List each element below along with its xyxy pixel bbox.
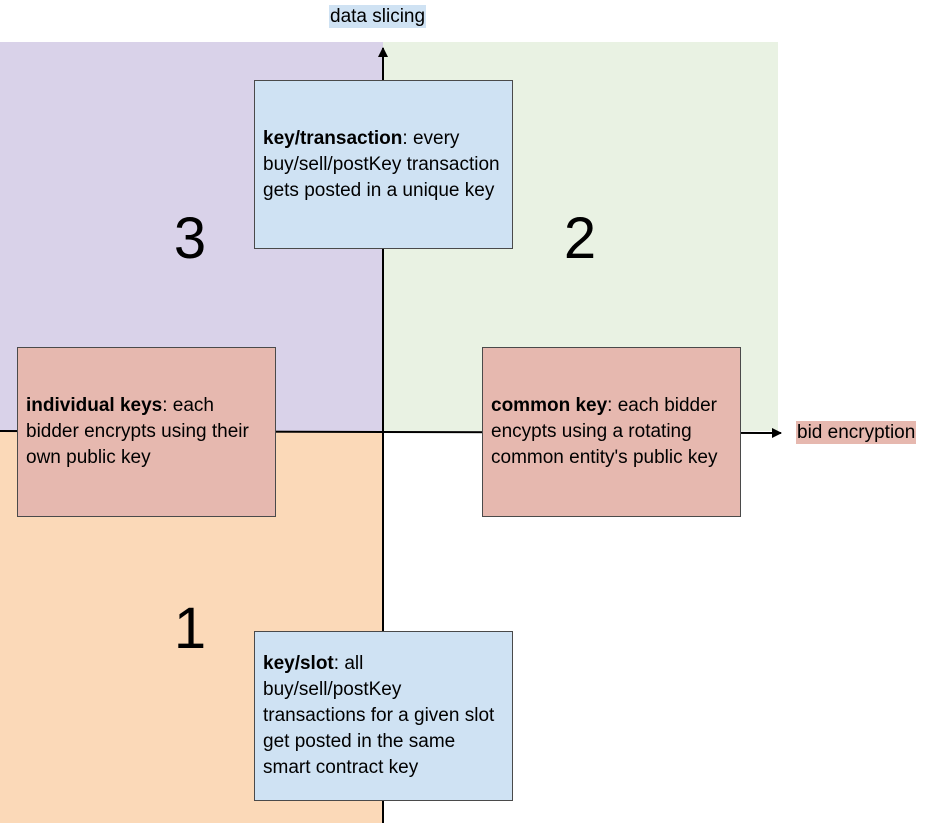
individual-keys-title: individual keys (26, 395, 163, 416)
common-key-description: common key: each bidder encypts using a … (491, 393, 732, 471)
key-slot-box: key/slot: all buy/sell/postKey transacti… (254, 631, 513, 801)
quadrant-3-number: 3 (173, 206, 207, 271)
common-key-title: common key (491, 395, 608, 416)
x-axis-label: bid encryption (796, 421, 917, 444)
common-key-box: common key: each bidder encypts using a … (482, 347, 741, 517)
y-axis-label: data slicing (329, 5, 427, 28)
key-transaction-description: key/transaction: every buy/sell/postKey … (263, 126, 504, 204)
key-slot-title: key/slot (263, 653, 334, 674)
key-transaction-box: key/transaction: every buy/sell/postKey … (254, 80, 513, 249)
individual-keys-description: individual keys: each bidder encrypts us… (26, 393, 267, 471)
common-key-text: : each bidder encypts using a rotating c… (491, 395, 718, 468)
individual-keys-text: : each bidder encrypts using their own p… (26, 395, 249, 468)
quadrant-1-number: 1 (173, 596, 207, 661)
quadrant-2-number: 2 (563, 206, 597, 271)
individual-keys-box: individual keys: each bidder encrypts us… (17, 347, 276, 517)
key-transaction-title: key/transaction (263, 127, 403, 149)
key-slot-description: key/slot: all buy/sell/postKey transacti… (263, 651, 504, 781)
key-transaction-text: : every buy/sell/postKey transaction get… (263, 127, 500, 201)
key-slot-text: : all buy/sell/postKey transactions for … (263, 653, 495, 778)
